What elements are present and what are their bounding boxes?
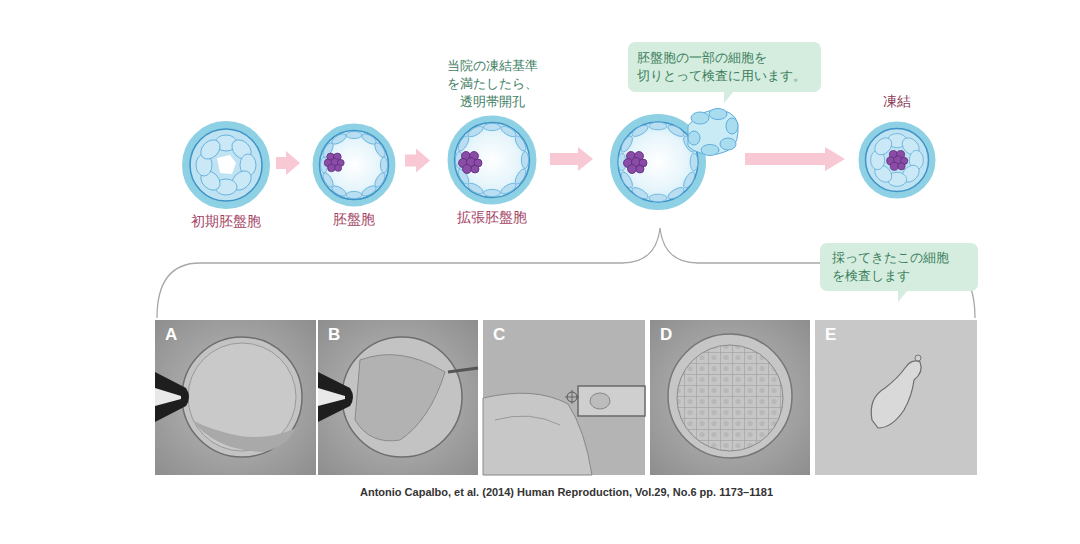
- photo-panel: A: [155, 320, 316, 475]
- callout-text: 胚盤胞の一部の細胞を 切りとって検査に用います。: [628, 42, 821, 92]
- panel-letter: D: [660, 325, 672, 345]
- embryo-node: 拡張胚盤胞: [447, 115, 537, 205]
- stage-label: 胚盤胞: [333, 211, 375, 229]
- note-label: 当院の凍結基準 を満たしたら、 透明帯開孔: [437, 57, 547, 111]
- panel-letter: A: [165, 325, 177, 345]
- callout-text: 採ってきたこの細胞 を検査します: [832, 249, 966, 285]
- panel-letter: C: [493, 325, 505, 345]
- embryo-node: 胚盤胞: [312, 123, 396, 207]
- flow-arrow: [745, 147, 845, 171]
- photo-panel: E: [815, 320, 977, 475]
- embryo-node: 初期胚盤胞: [182, 121, 270, 209]
- flow-arrow: [405, 149, 430, 173]
- callout-bubble: 採ってきたこの細胞 を検査します: [820, 243, 978, 291]
- photo-panel: D: [650, 320, 810, 475]
- stage-label: 凍結: [883, 93, 911, 111]
- stage-label: 初期胚盤胞: [191, 213, 261, 231]
- flow-arrow: [276, 151, 300, 175]
- flow-arrow: [550, 147, 593, 171]
- panel-letter: E: [825, 325, 836, 345]
- photo-panel: B: [318, 320, 478, 475]
- citation-caption: Antonio Capalbo, et al. (2014) Human Rep…: [360, 486, 773, 498]
- embryo-node: 凍結: [859, 122, 935, 198]
- embryo-node: 胚盤胞の一部の細胞を 切りとって検査に用います。: [610, 114, 706, 210]
- stage-label: 拡張胚盤胞: [457, 209, 527, 227]
- panel-letter: B: [328, 325, 340, 345]
- photo-panel: C: [483, 320, 645, 475]
